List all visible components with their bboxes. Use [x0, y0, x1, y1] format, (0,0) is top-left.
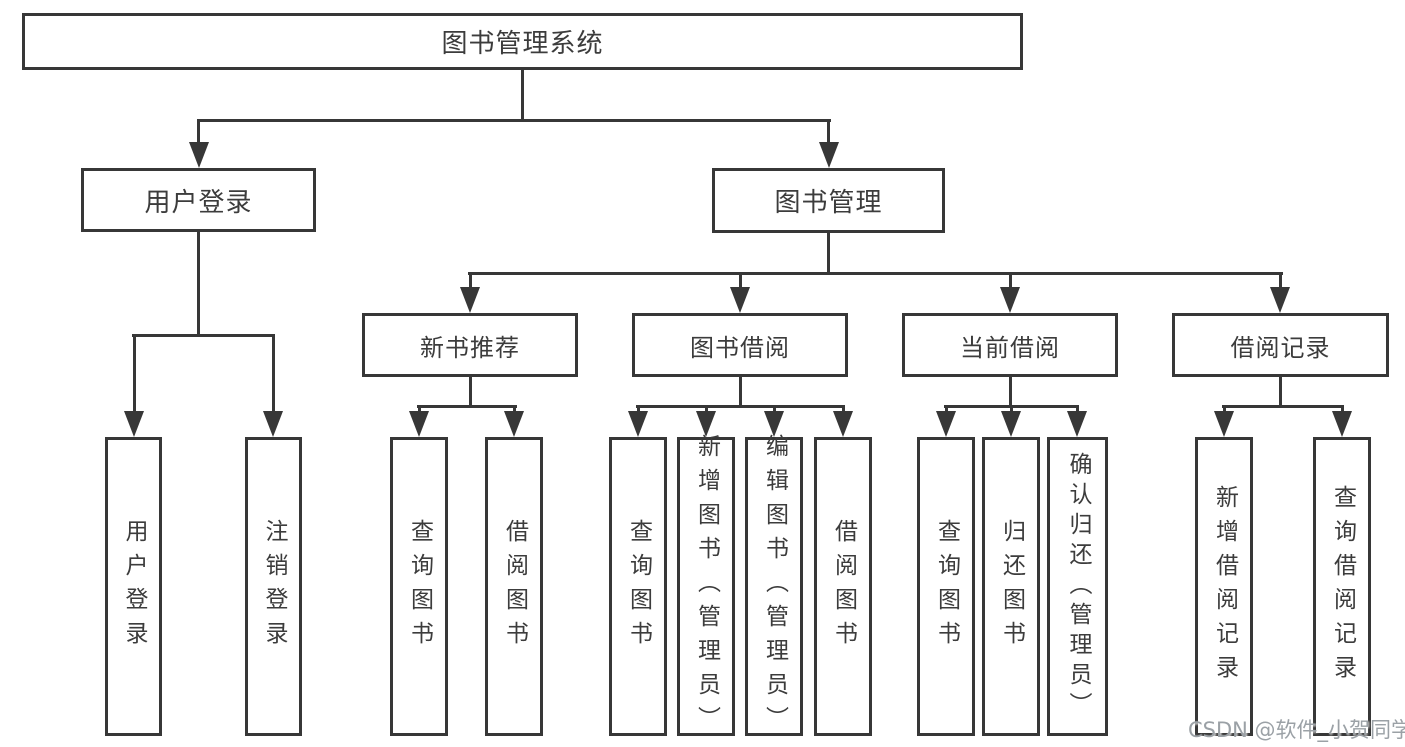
connector-drop [417, 405, 421, 415]
connector-drop [1075, 405, 1079, 415]
leaf-borrowing-add-book-admin-label: 新增图书（管理员） [693, 433, 720, 740]
leaf-recommend-query-book-label: 查询图书 [406, 518, 433, 655]
connector-drop-borrowing [738, 272, 742, 289]
leaf-recommend-query-book: 查询图书 [390, 437, 448, 736]
connector-records-rail [1222, 405, 1344, 408]
connector-drop [1222, 405, 1226, 415]
arrowhead-leaf-login [124, 411, 144, 437]
connector-drop-recommend [468, 272, 472, 289]
node-user-login: 用户登录 [81, 168, 316, 232]
watermark: CSDN @软件_小贺同学 [1188, 718, 1405, 742]
arrowhead [764, 411, 784, 437]
connector-user-login-rail [132, 334, 275, 337]
arrowhead-current [1000, 287, 1020, 313]
arrowhead [504, 411, 524, 437]
connector-recommend-rail [417, 405, 517, 408]
arrowhead [1214, 411, 1234, 437]
connector-book-mgmt-stem [827, 233, 830, 275]
connector-drop-leaf-login [132, 334, 136, 413]
leaf-borrowing-query-book-label: 查询图书 [625, 518, 652, 655]
leaf-records-add-record: 新增借阅记录 [1195, 437, 1253, 736]
arrowhead-records [1270, 287, 1290, 313]
arrowhead-leaf-logout [263, 411, 283, 437]
leaf-borrowing-add-book-admin: 新增图书（管理员） [677, 434, 735, 740]
connector-drop [1009, 405, 1013, 415]
leaf-borrowing-borrow-book: 借阅图书 [814, 437, 872, 736]
arrowhead [628, 411, 648, 437]
node-book-borrowing-label: 图书借阅 [690, 333, 790, 362]
connector-drop [944, 405, 948, 415]
arrowhead [1001, 411, 1021, 437]
connector-drop-current [1008, 272, 1012, 289]
arrowhead [833, 411, 853, 437]
node-current-borrowing-label: 当前借阅 [960, 333, 1060, 362]
leaf-user-login-label: 用户登录 [121, 518, 147, 655]
leaf-current-query-book-label: 查询图书 [933, 518, 960, 655]
connector-borrowing-rail [636, 405, 845, 408]
leaf-borrowing-borrow-book-label: 借阅图书 [830, 518, 857, 655]
leaf-user-login: 用户登录 [105, 437, 162, 736]
connector-borrowing-stem [738, 377, 742, 408]
node-new-book-recommendation-label: 新书推荐 [420, 333, 520, 362]
connector-user-login-stem [197, 232, 200, 337]
arrowhead-user-login [188, 142, 209, 168]
connector-drop [512, 405, 516, 415]
connector-root-stem [521, 70, 524, 122]
connector-drop [704, 405, 708, 415]
node-current-borrowing: 当前借阅 [902, 313, 1118, 377]
node-new-book-recommendation: 新书推荐 [362, 313, 578, 377]
connector-drop [841, 405, 845, 415]
node-book-borrowing: 图书借阅 [632, 313, 848, 377]
connector-drop [772, 405, 776, 415]
node-borrowing-records-label: 借阅记录 [1230, 333, 1331, 362]
arrowhead-book-mgmt [818, 142, 839, 168]
leaf-logout-label: 注销登录 [261, 518, 287, 655]
leaf-recommend-borrow-book: 借阅图书 [485, 437, 543, 736]
connector-drop [1340, 405, 1344, 415]
connector-drop-user-login [197, 119, 200, 146]
leaf-recommend-borrow-book-label: 借阅图书 [501, 518, 528, 655]
leaf-current-confirm-return-admin: 确认归还（管理员） [1047, 437, 1108, 736]
leaf-borrowing-query-book: 查询图书 [609, 437, 667, 736]
leaf-current-return-book-label: 归还图书 [998, 518, 1025, 655]
node-borrowing-records: 借阅记录 [1172, 313, 1389, 377]
leaf-current-query-book: 查询图书 [917, 437, 975, 736]
leaf-borrowing-edit-book-admin: 编辑图书（管理员） [745, 434, 803, 740]
node-book-management-label: 图书管理 [774, 188, 883, 218]
leaf-logout: 注销登录 [245, 437, 302, 736]
leaf-current-confirm-return-admin-label: 确认归还（管理员） [1065, 451, 1091, 722]
connector-current-stem [1008, 377, 1012, 408]
arrowhead-recommend [460, 287, 480, 313]
leaf-current-return-book: 归还图书 [982, 437, 1040, 736]
arrowhead [409, 411, 429, 437]
arrowhead [1067, 411, 1087, 437]
connector-drop-leaf-logout [271, 334, 275, 413]
arrowhead [936, 411, 956, 437]
connector-recommend-stem [468, 377, 472, 408]
arrowhead [1332, 411, 1352, 437]
node-user-login-label: 用户登录 [144, 187, 253, 218]
connector-drop-records [1278, 272, 1282, 289]
leaf-records-add-record-label: 新增借阅记录 [1211, 484, 1238, 689]
connector-level1-rail [197, 119, 831, 122]
connector-drop-book-mgmt [827, 119, 830, 146]
leaf-records-query-record: 查询借阅记录 [1313, 437, 1371, 736]
arrowhead [696, 411, 716, 437]
connector-drop [636, 405, 640, 415]
connector-level3-rail [468, 272, 1283, 275]
leaf-records-query-record-label: 查询借阅记录 [1329, 484, 1356, 689]
node-library-system-label: 图书管理系统 [441, 29, 604, 59]
node-book-management: 图书管理 [712, 168, 945, 233]
connector-records-stem [1278, 377, 1282, 408]
arrowhead-borrowing [730, 287, 750, 313]
leaf-borrowing-edit-book-admin-label: 编辑图书（管理员） [761, 433, 788, 740]
node-library-system: 图书管理系统 [22, 13, 1023, 70]
